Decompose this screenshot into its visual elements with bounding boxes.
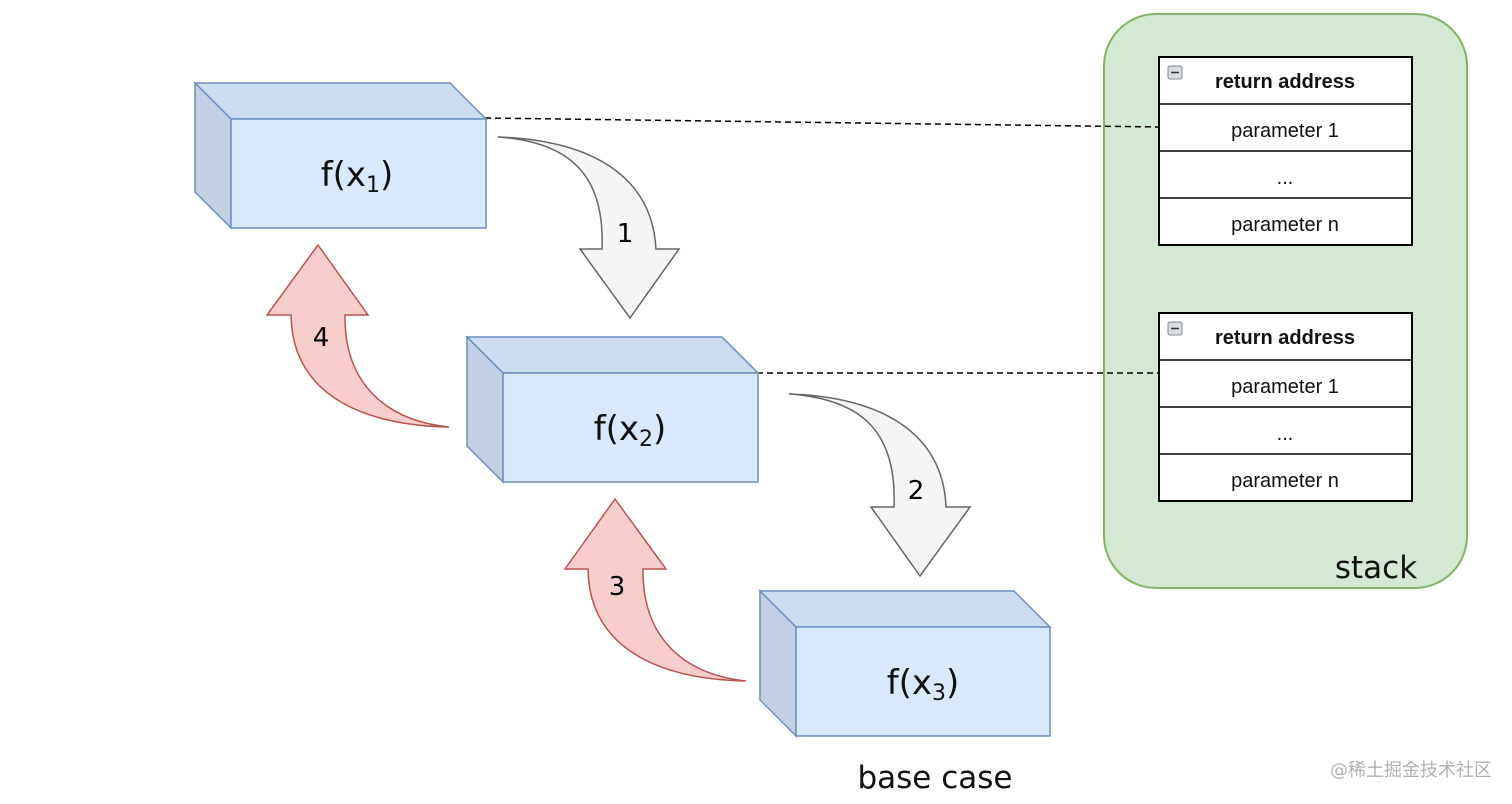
frame-header: return address <box>1215 71 1355 93</box>
frame-row: parameter n <box>1231 470 1339 492</box>
function-box-3[interactable]: f(x3) <box>758 589 1052 738</box>
call-arrow-2: 2 <box>788 393 972 578</box>
function-box-2[interactable]: f(x2) <box>465 335 760 484</box>
step-label: 4 <box>313 323 330 353</box>
function-box-1[interactable]: f(x1) <box>193 81 488 230</box>
watermark: @稀土掘金技术社区 <box>1330 760 1492 781</box>
return-arrow-3: 3 <box>563 497 747 682</box>
frame-row: parameter n <box>1231 214 1339 236</box>
frame-row: parameter 1 <box>1231 376 1339 398</box>
function-label: f(x2) <box>594 409 667 452</box>
collapse-icon[interactable] <box>1167 65 1183 80</box>
frame-row: ... <box>1277 167 1294 189</box>
function-label: f(x3) <box>887 663 960 706</box>
step-label: 3 <box>609 572 626 602</box>
step-label: 1 <box>617 219 634 249</box>
frame-row: ... <box>1277 423 1294 445</box>
base-case-label: base case <box>857 760 1012 796</box>
stack-label: stack <box>1335 550 1417 586</box>
frame-connector-1 <box>484 117 1160 128</box>
stack-frame-1[interactable]: return address parameter 1 ... parameter… <box>1158 56 1413 246</box>
frame-row: parameter 1 <box>1231 120 1339 142</box>
step-label: 2 <box>908 476 925 506</box>
function-label: f(x1) <box>321 155 394 198</box>
call-arrow-1: 1 <box>497 136 681 320</box>
collapse-icon[interactable] <box>1167 321 1183 336</box>
return-arrow-4: 4 <box>265 243 450 428</box>
frame-header: return address <box>1215 327 1355 349</box>
stack-frame-2[interactable]: return address parameter 1 ... parameter… <box>1158 312 1413 502</box>
